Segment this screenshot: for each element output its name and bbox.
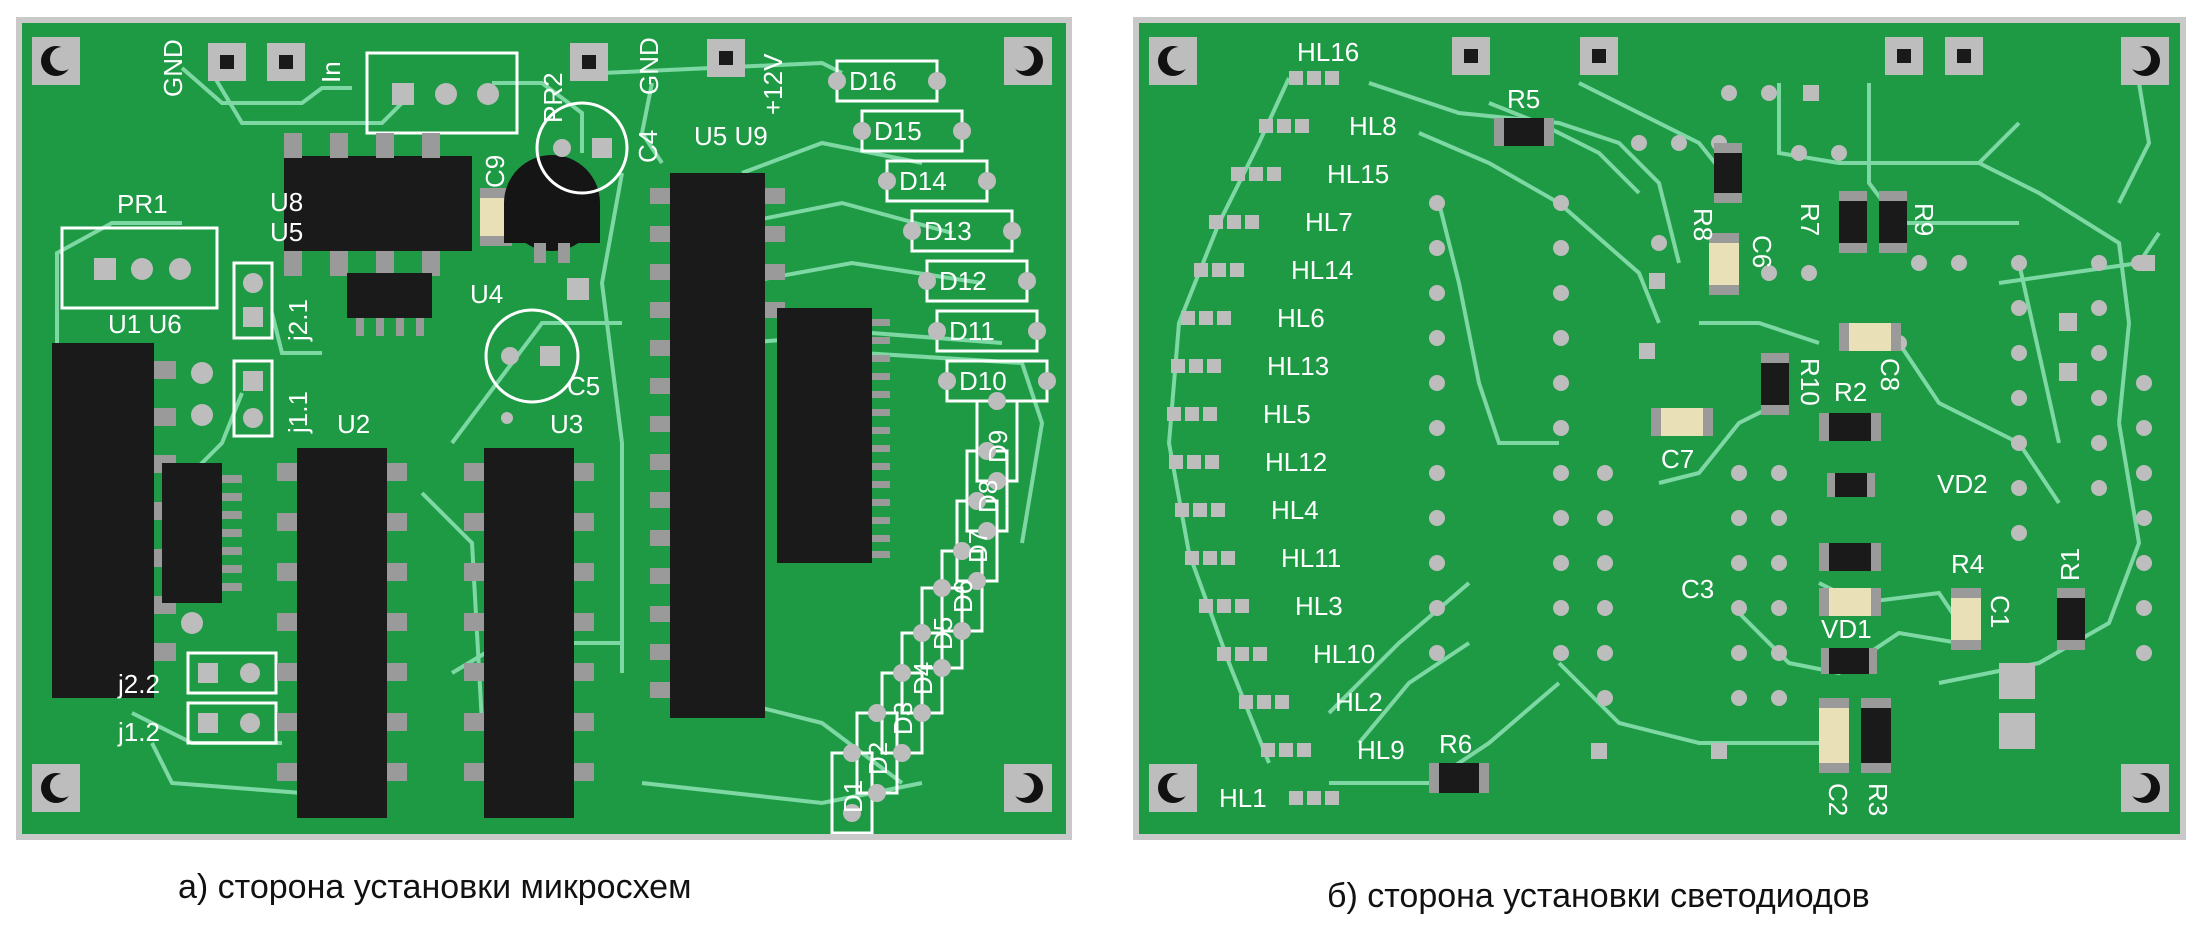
label-gnd-left: GND xyxy=(158,39,188,97)
label-hl14: HL14 xyxy=(1291,255,1353,285)
label-j11: j1.1 xyxy=(283,391,313,434)
label-r5: R5 xyxy=(1507,84,1540,114)
label-c1: C1 xyxy=(1985,595,2015,628)
label-u5-left: U5 xyxy=(270,217,303,247)
socket-pads xyxy=(1429,85,2152,706)
label-u3: U3 xyxy=(550,409,583,439)
label-d1: D1 xyxy=(838,780,868,813)
label-d6: D6 xyxy=(948,580,978,613)
label-r10: R10 xyxy=(1795,358,1825,406)
label-r8: R8 xyxy=(1688,208,1718,241)
label-d12: D12 xyxy=(939,266,987,296)
label-r9: R9 xyxy=(1909,203,1939,236)
label-c2: C2 xyxy=(1823,783,1853,816)
label-d14: D14 xyxy=(899,166,947,196)
label-hl15: HL15 xyxy=(1327,159,1389,189)
mounting-holes xyxy=(32,37,1052,812)
label-d10: D10 xyxy=(959,366,1007,396)
pr2-pins xyxy=(392,83,499,105)
jumpers-right xyxy=(232,261,274,438)
label-c4: C4 xyxy=(633,130,663,163)
pcb-chip-side: GND In PR2 GND +12V C4 C9 U8 U5 U5 U9 PR… xyxy=(16,17,1072,840)
label-hl5: HL5 xyxy=(1263,399,1311,429)
label-hl7: HL7 xyxy=(1305,207,1353,237)
label-r7: R7 xyxy=(1795,203,1825,236)
label-hl10: HL10 xyxy=(1313,639,1375,669)
label-r3: R3 xyxy=(1863,783,1893,816)
label-d15: D15 xyxy=(874,116,922,146)
label-vd2: VD2 xyxy=(1937,469,1988,499)
label-u8: U8 xyxy=(270,187,303,217)
label-u2: U2 xyxy=(337,409,370,439)
label-d9: D9 xyxy=(983,430,1013,463)
label-c8: C8 xyxy=(1875,358,1905,391)
smd-parts xyxy=(1429,118,2085,793)
label-hl13: HL13 xyxy=(1267,351,1329,381)
pcb-led-side-drawing: HL16 HL8 HL15 HL7 HL14 HL6 HL13 HL5 HL12… xyxy=(1149,37,2169,816)
u2-chip xyxy=(277,448,407,818)
label-j21: j2.1 xyxy=(283,299,313,342)
pr1-outline xyxy=(60,226,219,310)
label-hl12: HL12 xyxy=(1265,447,1327,477)
label-j22: j2.2 xyxy=(117,669,160,699)
label-d16: D16 xyxy=(849,66,897,96)
label-d4: D4 xyxy=(908,662,938,695)
led-pads xyxy=(1167,71,1339,805)
label-c6: C6 xyxy=(1747,235,1777,268)
label-u5-u9: U5 U9 xyxy=(694,121,768,151)
label-pr1: PR1 xyxy=(117,189,168,219)
u4-transistor xyxy=(504,155,600,300)
label-d13: D13 xyxy=(924,216,972,246)
label-hl16: HL16 xyxy=(1297,37,1359,67)
label-gnd-right: GND xyxy=(634,37,664,95)
label-c9: C9 xyxy=(480,155,510,188)
u1-u6-chip xyxy=(52,343,242,698)
pcb-chip-side-drawing: GND In PR2 GND +12V C4 C9 U8 U5 U5 U9 PR… xyxy=(32,37,1056,834)
diode-pads xyxy=(828,72,1056,822)
label-j12: j1.2 xyxy=(117,717,160,747)
label-in: In xyxy=(316,61,346,83)
label-d2: D2 xyxy=(863,742,893,775)
square-pads-b xyxy=(1591,255,2155,759)
label-d8: D8 xyxy=(973,480,1003,513)
label-d3: D3 xyxy=(888,702,918,735)
label-hl8: HL8 xyxy=(1349,111,1397,141)
label-u1-u6: U1 U6 xyxy=(108,309,182,339)
label-d11: D11 xyxy=(949,316,995,346)
c4-outline xyxy=(535,101,629,195)
u3-chip xyxy=(464,448,594,818)
mounting-holes-b xyxy=(1149,37,2169,812)
label-c7: C7 xyxy=(1661,444,1694,474)
label-plus12v: +12V xyxy=(758,53,788,115)
u8-chip xyxy=(284,133,472,336)
label-hl3: HL3 xyxy=(1295,591,1343,621)
label-u4: U4 xyxy=(470,279,503,309)
label-r6: R6 xyxy=(1439,729,1472,759)
connector-pads-top xyxy=(208,39,745,81)
label-d5: D5 xyxy=(928,617,958,650)
label-hl2: HL2 xyxy=(1335,687,1383,717)
pr2-outline xyxy=(365,51,519,135)
label-d7: D7 xyxy=(963,530,993,563)
u5-u9-chip xyxy=(650,173,890,718)
pcb-led-side: HL16 HL8 HL15 HL7 HL14 HL6 HL13 HL5 HL12… xyxy=(1133,17,2186,840)
label-hl11: HL11 xyxy=(1281,543,1341,573)
caption-led-side: б) сторона установки светодиодов xyxy=(1327,877,1870,915)
caption-chip-side: а) сторона установки микросхем xyxy=(178,868,692,906)
label-hl4: HL4 xyxy=(1271,495,1319,525)
label-c5: C5 xyxy=(567,371,600,401)
label-pr2: PR2 xyxy=(538,72,568,123)
jumpers-bottom xyxy=(186,651,278,745)
c5-outline xyxy=(484,308,580,404)
label-c3: C3 xyxy=(1681,574,1714,604)
label-r4: R4 xyxy=(1951,549,1984,579)
label-r1: R1 xyxy=(2055,548,2085,581)
label-r2: R2 xyxy=(1834,377,1867,407)
label-vd1: VD1 xyxy=(1821,614,1872,644)
label-hl1: HL1 xyxy=(1219,783,1267,813)
label-hl9: HL9 xyxy=(1357,735,1405,765)
label-hl6: HL6 xyxy=(1277,303,1325,333)
